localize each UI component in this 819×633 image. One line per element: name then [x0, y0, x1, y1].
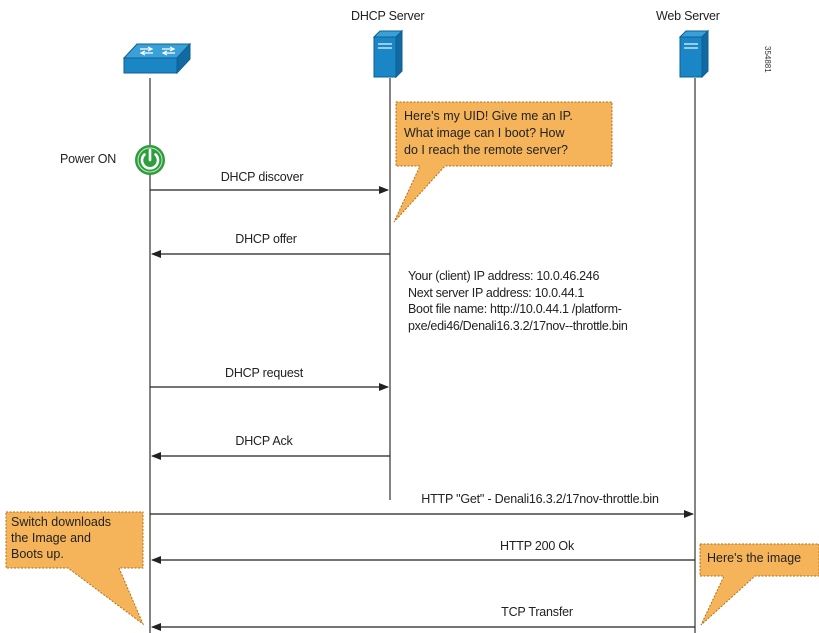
offer-detail-line: Boot file name: http://10.0.44.1 /platfo… [408, 302, 622, 316]
dhcp-callout-line: Here's my UID! Give me an IP. [404, 109, 573, 123]
msg-dhcp-ack: DHCP Ack [235, 434, 293, 448]
switch-callout-text: Switch downloads the Image and Boots up. [11, 514, 111, 562]
offer-detail-line: Next server IP address: 10.0.44.1 [408, 285, 585, 300]
dhcp-server-icon [372, 29, 404, 79]
web-server-label: Web Server [656, 9, 720, 23]
msg-dhcp-request: DHCP request [225, 366, 303, 380]
msg-tcp-transfer: TCP Transfer [501, 605, 573, 619]
dhcp-callout-text: Here's my UID! Give me an IP. What image… [404, 108, 573, 159]
offer-detail-line: Your (client) IP address: 10.0.46.246 [408, 269, 600, 283]
dhcp-server-label: DHCP Server [351, 9, 425, 23]
msg-dhcp-discover: DHCP discover [220, 170, 304, 184]
power-on-label: Power ON [60, 152, 117, 166]
dhcp-callout-line: What image can I boot? How [404, 126, 565, 140]
switch-callout-line: the Image and [11, 531, 91, 545]
offer-detail-line: pxe/edi46/Denali16.3.2/17nov--throttle.b… [408, 318, 628, 333]
offer-details: Your (client) IP address: 10.0.46.246 Ne… [408, 268, 628, 334]
msg-dhcp-offer: DHCP offer [235, 232, 297, 246]
figure-id: 354881 [763, 46, 772, 73]
switch-callout-line: Boots up. [11, 547, 64, 561]
web-server-icon [678, 29, 710, 79]
web-callout-text: Here's the image [707, 551, 802, 565]
msg-http-ok: HTTP 200 Ok [500, 539, 574, 553]
switch-icon [122, 42, 192, 75]
msg-http-get: HTTP "Get" - Denali16.3.2/17nov-throttle… [421, 492, 659, 506]
web-callout-shape [699, 543, 819, 626]
dhcp-callout-shape [393, 101, 613, 223]
power-icon [135, 145, 165, 175]
dhcp-callout-line: do I reach the remote server? [404, 143, 568, 157]
switch-callout-shape [5, 511, 145, 626]
switch-callout-line: Switch downloads [11, 515, 112, 529]
